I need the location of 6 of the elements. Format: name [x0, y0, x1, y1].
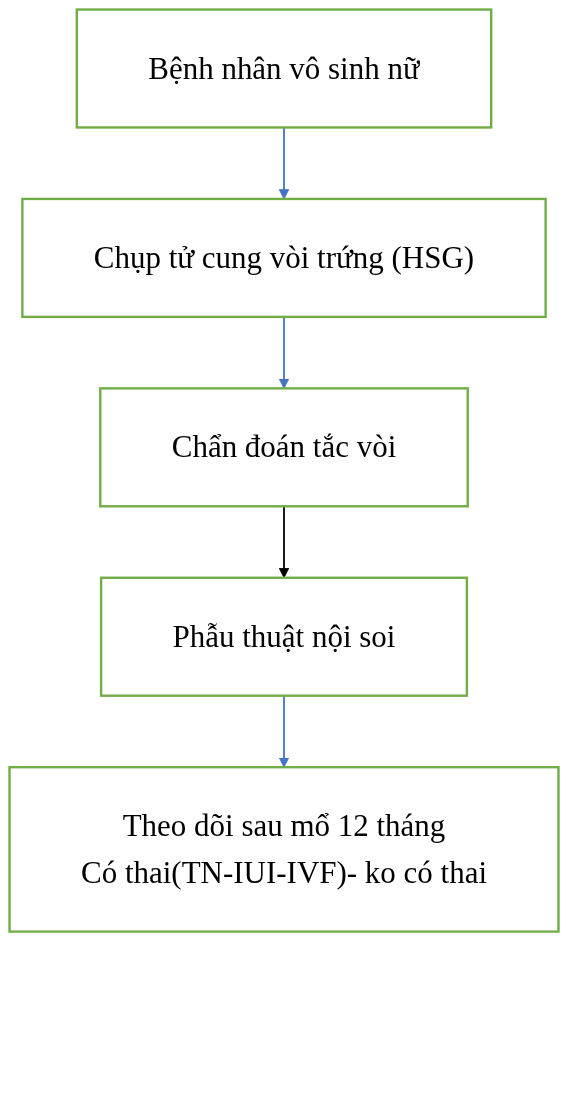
node-box: Chụp tử cung vòi trứng (HSG) [21, 197, 547, 319]
node-box: Phẫu thuật nội soi [99, 576, 469, 697]
arrow [278, 316, 290, 389]
node-box: Bệnh nhân vô sinh nữ [75, 8, 493, 129]
node-box: Chẩn đoán tắc vòi [99, 387, 469, 508]
node-box: Theo dõi sau mổ 12 tháng Có thai(TN-IUI-IVF)- ko có thai [8, 766, 560, 933]
